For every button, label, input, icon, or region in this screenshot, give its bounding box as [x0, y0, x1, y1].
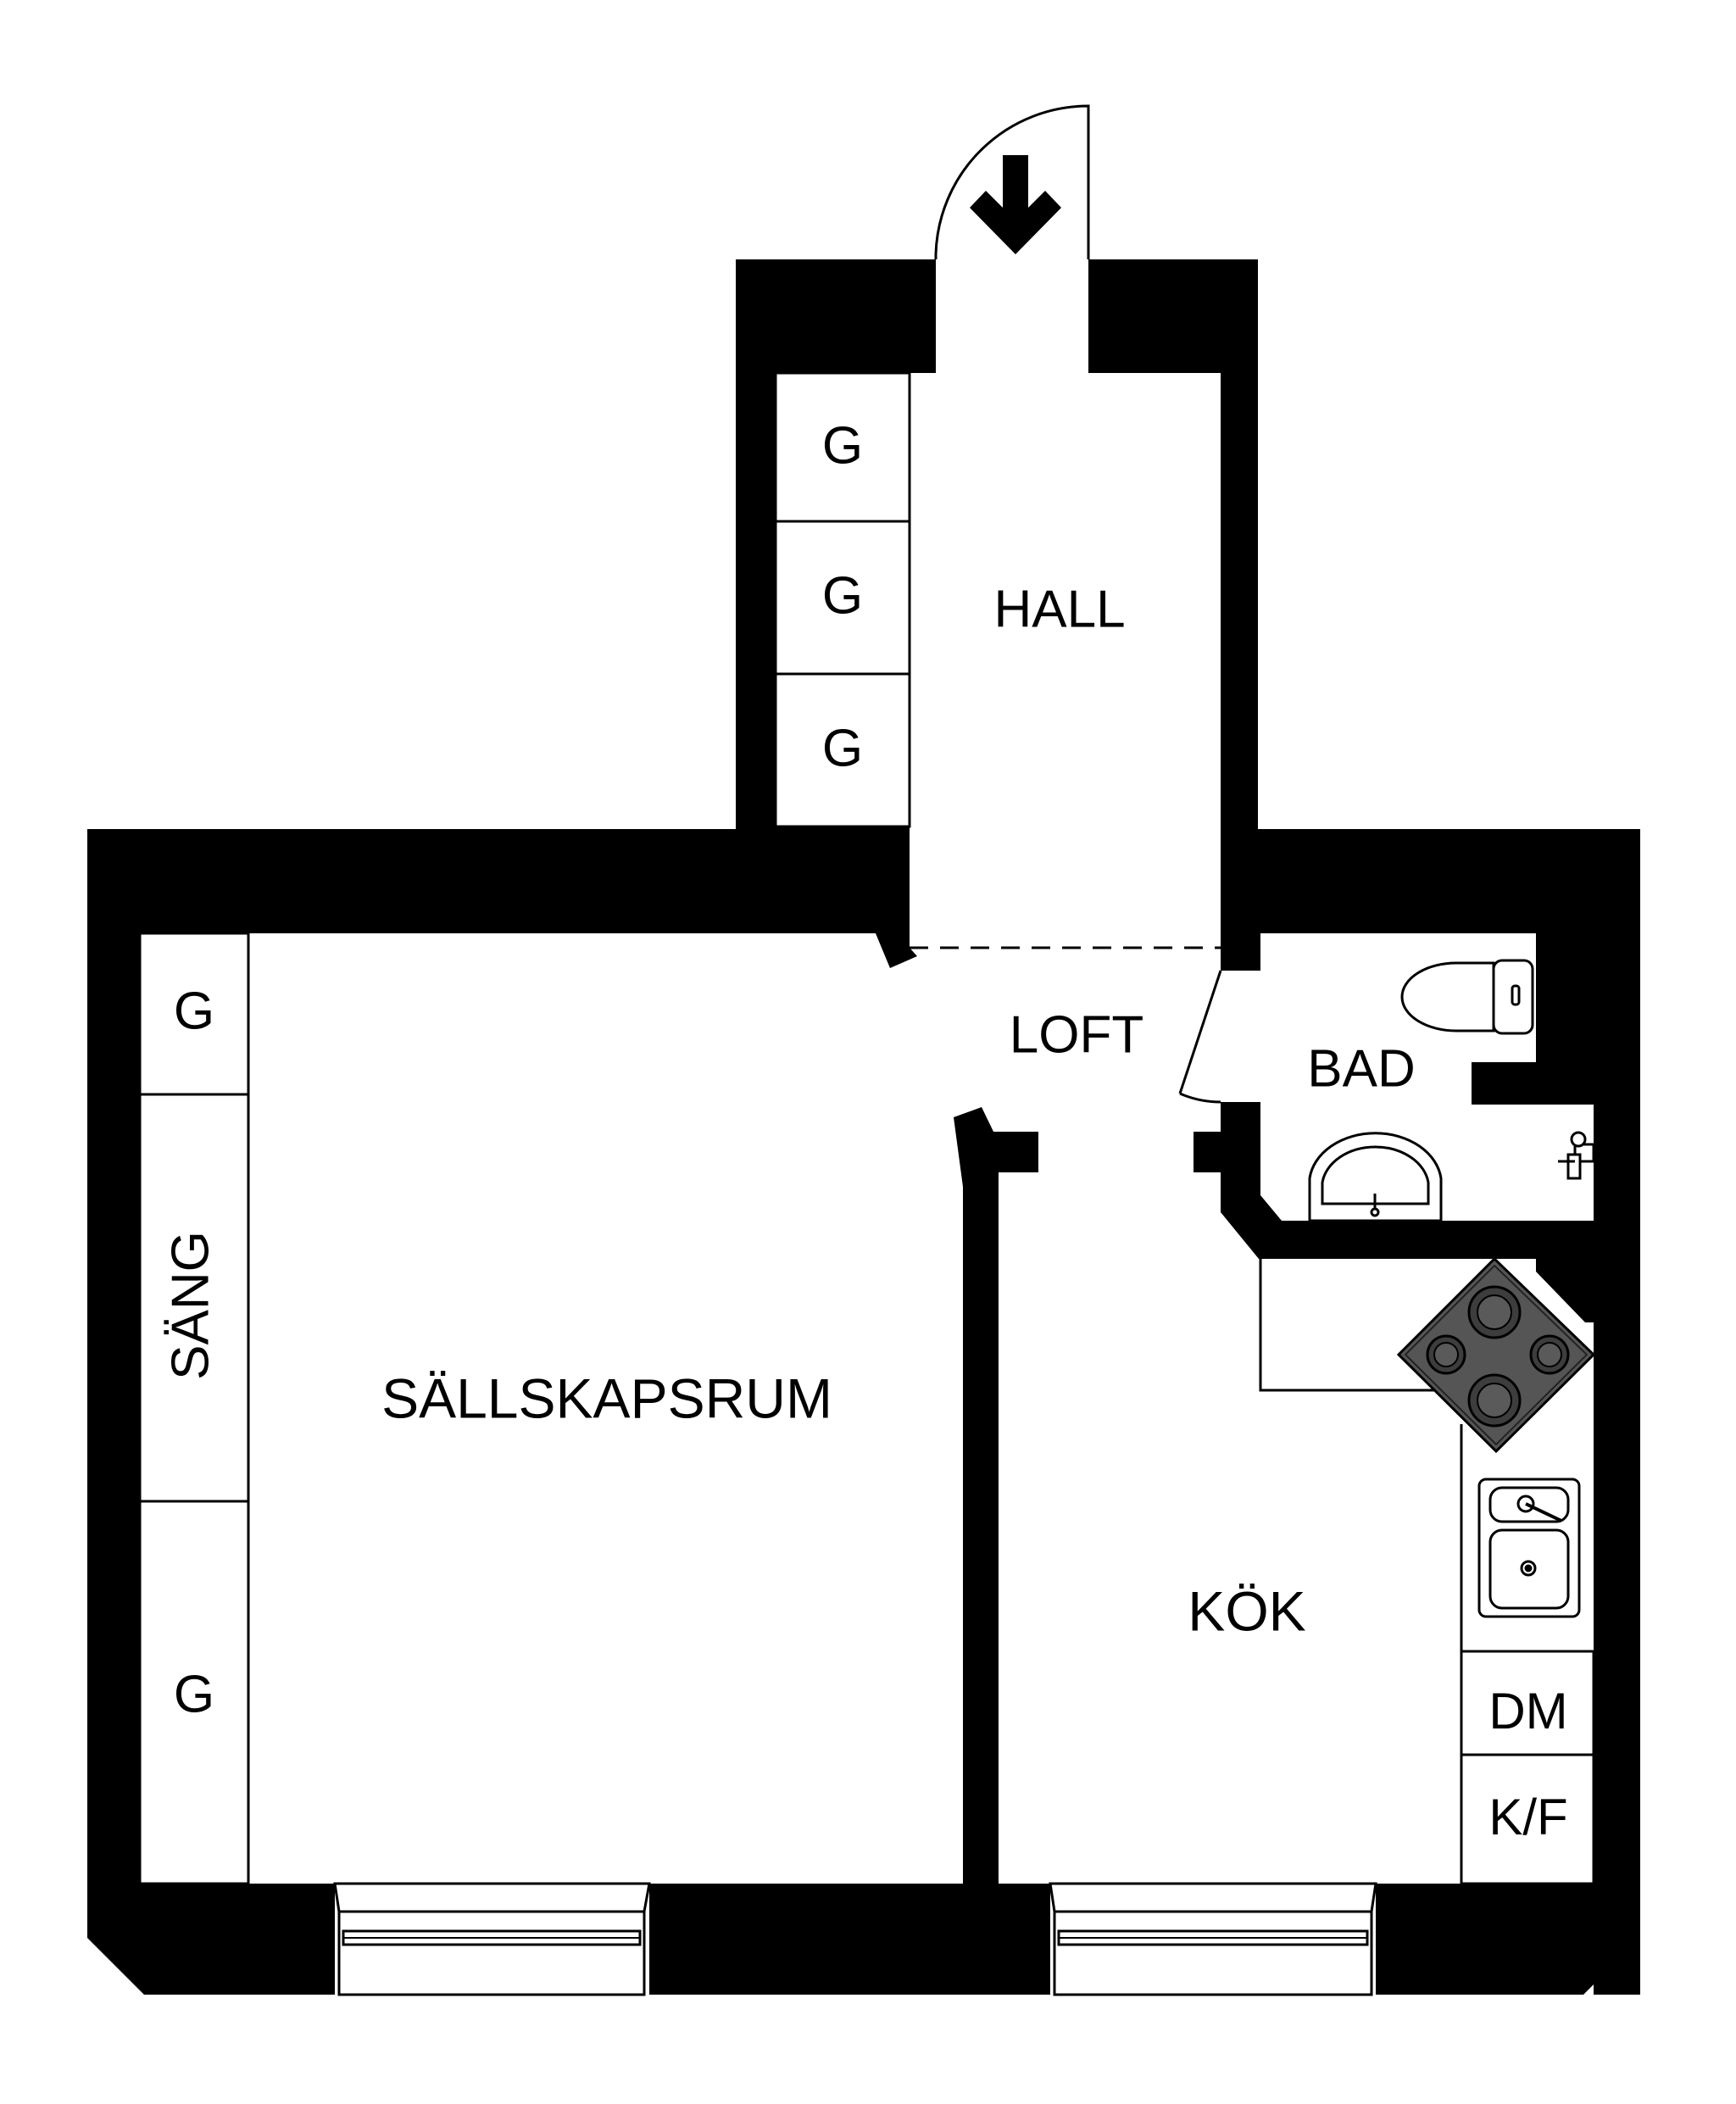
hall-closets: [774, 371, 911, 828]
bathroom-door[interactable]: [1178, 970, 1222, 1104]
windows: [333, 1882, 1377, 1996]
window-kitchen: [1049, 1882, 1377, 1996]
shower-tap-icon: [1558, 1131, 1595, 1180]
arrow-down-icon: [970, 155, 1061, 254]
wall-right-upper: [1536, 829, 1640, 1066]
wall-hall-right: [1221, 259, 1258, 832]
living-closet-bottom[interactable]: [138, 1500, 250, 1885]
hall-closet-1-label: G: [822, 416, 863, 475]
window-living: [333, 1882, 651, 1996]
wall-kitchen-right-chamfer: [1536, 1259, 1594, 1322]
hall-closet-3[interactable]: [774, 672, 911, 828]
washbasin: [1308, 1132, 1443, 1222]
stove[interactable]: [1396, 1256, 1596, 1454]
room-label-bad: BAD: [1307, 1039, 1415, 1098]
fridge-freezer[interactable]: [1460, 1753, 1595, 1885]
room-label-sallskapsrum: SÄLLSKAPSRUM: [381, 1366, 832, 1429]
wall-bath-bottom: [1221, 1172, 1594, 1259]
wall-bottom-right: [1376, 1884, 1640, 1995]
wall-left: [87, 829, 140, 1931]
wall-kitchen-jamb: [954, 1107, 1038, 1187]
living-closet-top-label: G: [174, 982, 214, 1040]
wall-right-lower: [1594, 1322, 1640, 1916]
room-label-loft: LOFT: [1010, 1005, 1143, 1064]
living-closet-bottom-label: G: [174, 1665, 214, 1723]
wall-top-left-stub: [776, 827, 910, 933]
wall-hall-left: [736, 259, 776, 832]
wall-bottom-mid: [649, 1884, 1050, 1995]
room-label-kok: KÖK: [1188, 1579, 1305, 1642]
wall-living-kitchen: [963, 1149, 999, 1884]
wall-bath-jamb-lip: [1194, 1132, 1222, 1172]
living-fixtures: [138, 932, 250, 1885]
wall-top-left: [87, 829, 910, 933]
toilet: [1400, 959, 1534, 1035]
hall-closet-2-label: G: [822, 566, 863, 625]
wall-living-jamb: [876, 933, 917, 968]
wall-bottom-left: [87, 1884, 335, 1995]
dishwasher-label: DM: [1488, 1683, 1567, 1739]
entrance-door[interactable]: [934, 104, 1090, 259]
walls: [87, 259, 1640, 1995]
labels: G G G HALL LOFT BAD G SÄNG G SÄLLSKAPSRU…: [161, 416, 1567, 1845]
room-label-hall: HALL: [993, 580, 1125, 638]
wall-bath-jamb-top: [1221, 933, 1260, 971]
hall-closet-3-label: G: [822, 719, 863, 777]
bed-label: SÄNG: [161, 1231, 220, 1380]
fridge-freezer-label: K/F: [1488, 1789, 1567, 1845]
sink[interactable]: [1477, 1478, 1581, 1618]
